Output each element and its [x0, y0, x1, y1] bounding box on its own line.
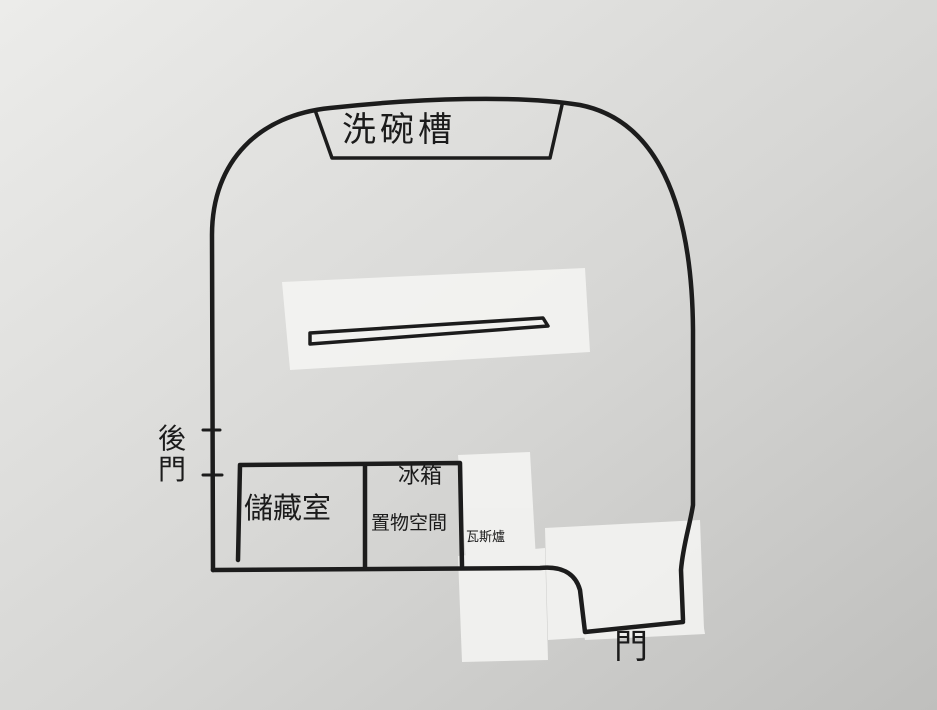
long-counter: [308, 316, 550, 346]
outer-wall: [209, 96, 696, 623]
storage-room-label: 儲藏室: [244, 491, 332, 525]
fridge-label: 冰箱: [398, 464, 443, 489]
tape-strips: [282, 268, 705, 662]
door-label: 門: [614, 627, 648, 667]
sink-counter: [313, 103, 564, 160]
bottom-wall: [210, 565, 686, 635]
sink-label: 洗碗槽: [342, 110, 456, 150]
storage-room-walls: [235, 460, 465, 569]
storage-space-label: 置物空間: [371, 512, 448, 534]
gas-stove-label: 瓦斯爐: [466, 530, 506, 545]
back-door-ticks: [201, 428, 224, 477]
back-door-label: 後門: [158, 422, 187, 487]
